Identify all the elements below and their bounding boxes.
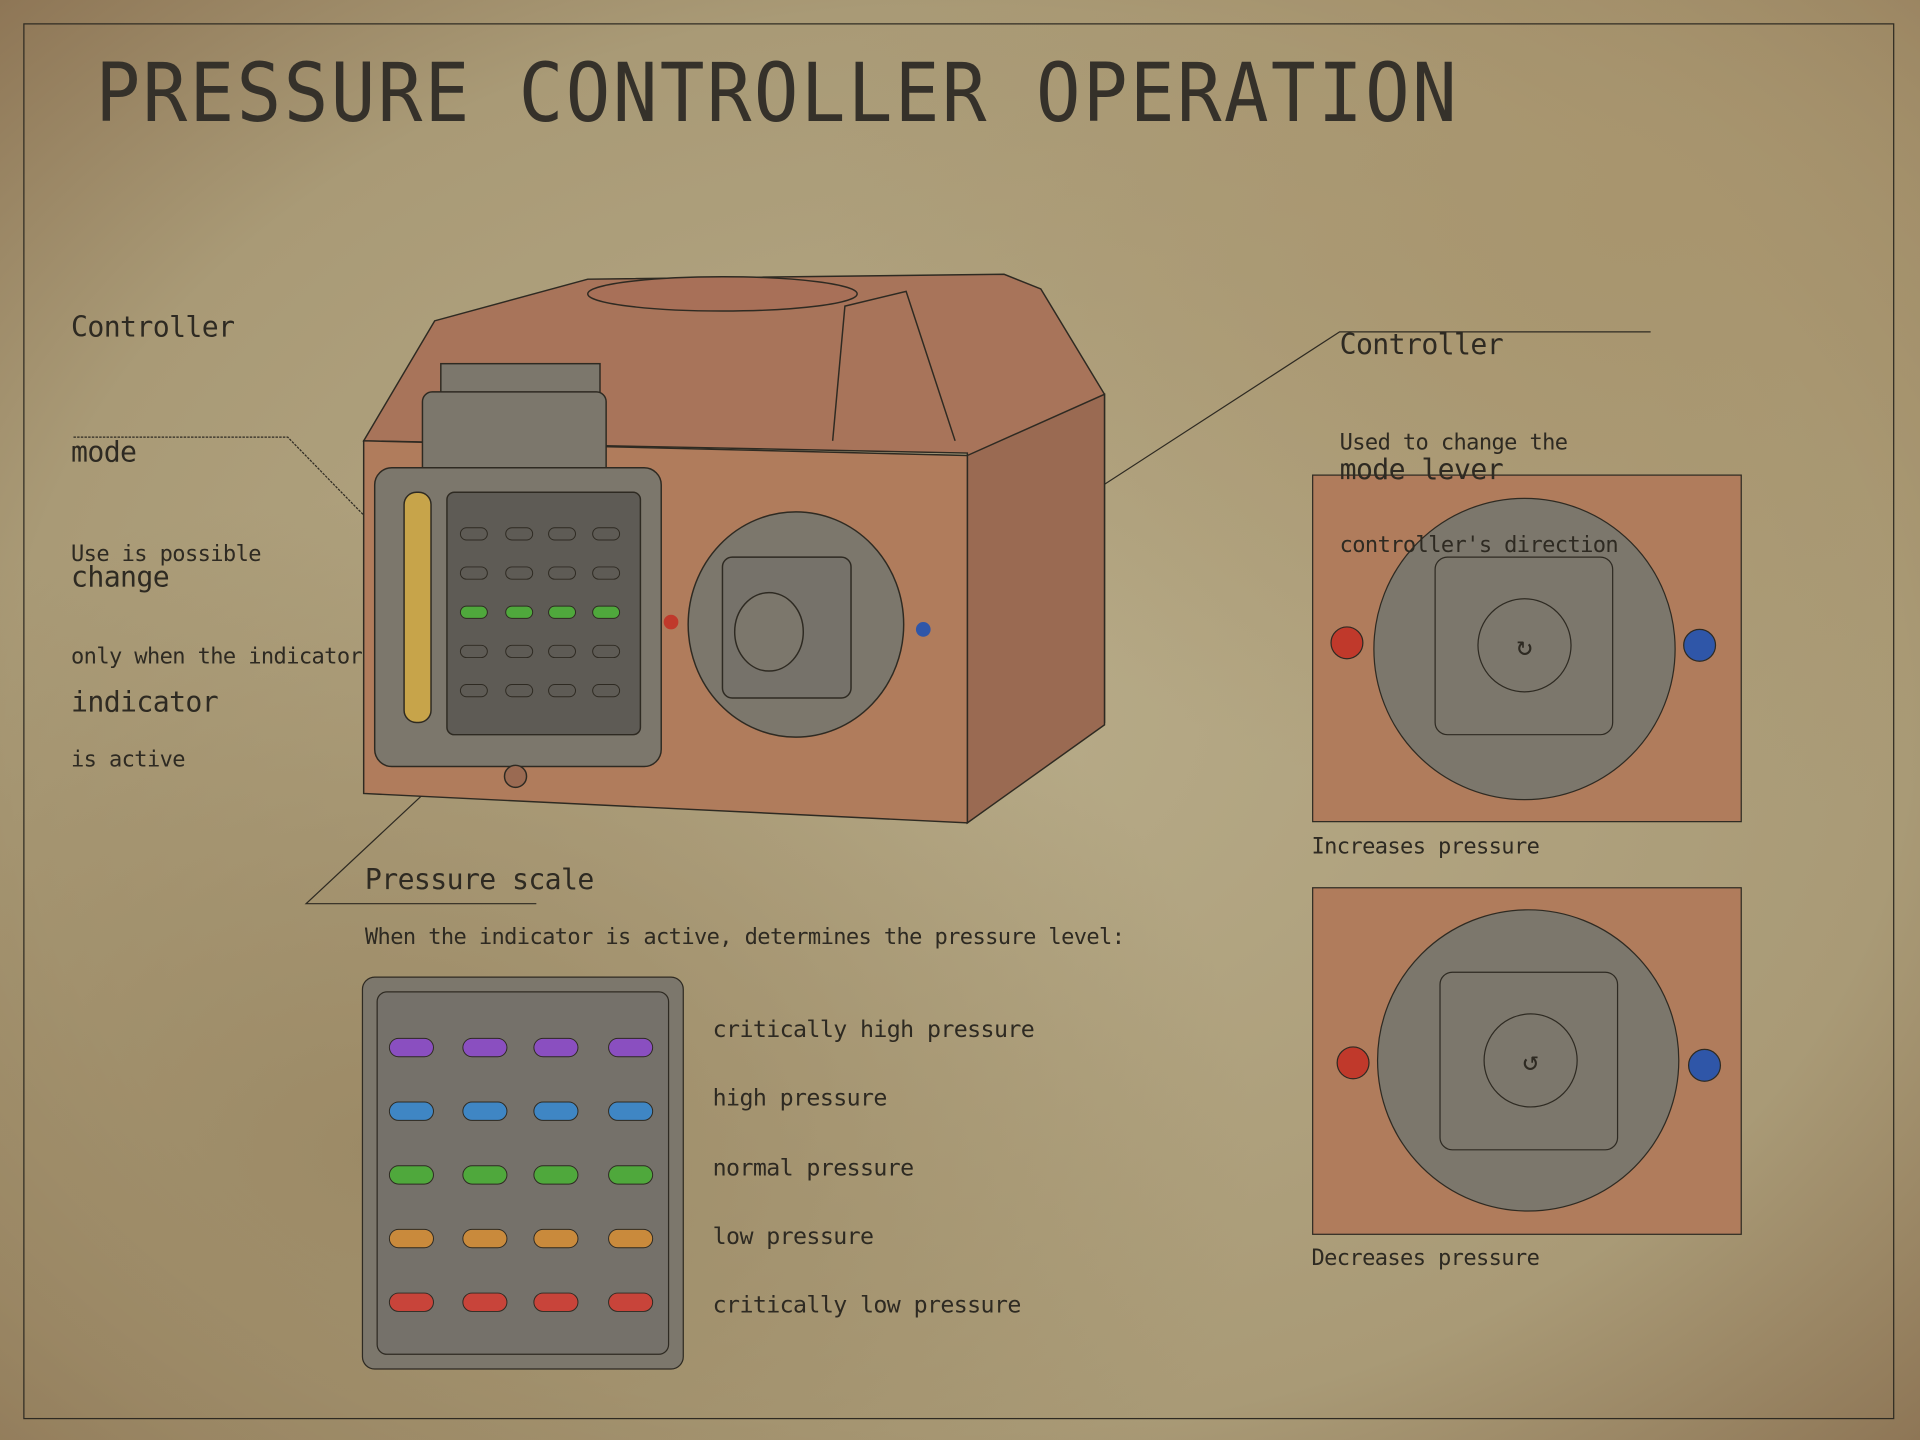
legend-low: low pressure: [712, 1223, 874, 1251]
legend-normal: normal pressure: [712, 1154, 915, 1182]
scale-description: When the indicator is active, determines…: [364, 924, 1125, 951]
indicator-heading-line: Controller: [71, 312, 235, 345]
legend-critically-high: critically high pressure: [712, 1016, 1035, 1044]
legend-high: high pressure: [712, 1084, 888, 1112]
lever-desc-line: Used to change the: [1339, 429, 1568, 456]
indicator-desc-line: is active: [71, 746, 186, 773]
legend-critically-low: critically low pressure: [712, 1291, 1022, 1319]
indicator-heading-line: mode: [71, 437, 137, 469]
indicator-heading-line: indicator: [71, 686, 219, 719]
indicator-desc-line: only when the indicator: [71, 644, 363, 670]
increase-caption: Increases pressure: [1311, 833, 1540, 860]
scale-heading: Pressure scale: [364, 864, 594, 897]
indicator-description: Use is possible only when the indicator …: [71, 469, 363, 846]
indicator-desc-line: Use is possible: [71, 541, 261, 567]
page-title: PRESSURE CONTROLLER OPERATION: [95, 46, 1459, 141]
lever-desc-line: controller's direction: [1339, 532, 1619, 559]
page-frame: [23, 23, 1895, 1420]
lever-description: Used to change the controller's directio…: [1339, 358, 1619, 632]
decrease-caption: Decreases pressure: [1311, 1245, 1540, 1272]
